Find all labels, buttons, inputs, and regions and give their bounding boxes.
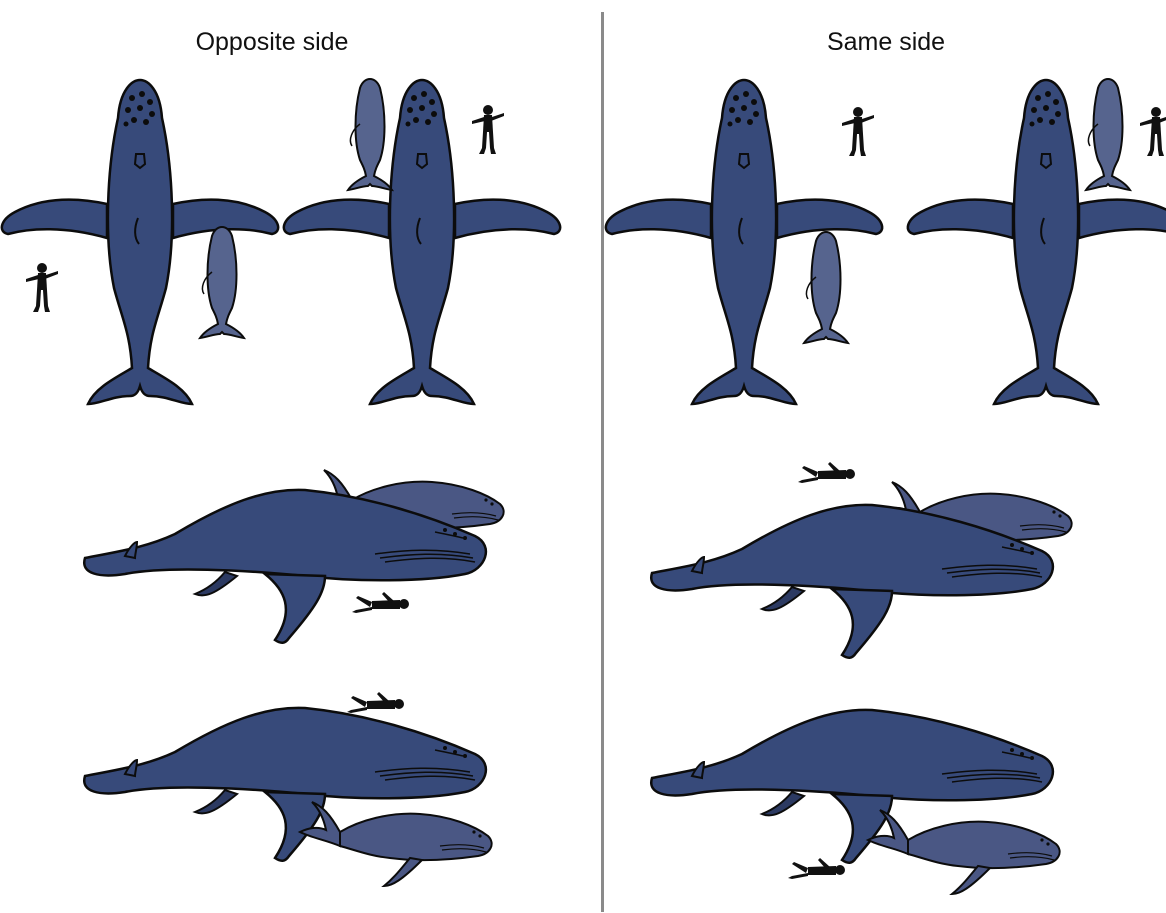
panel-title-opposite-side: Opposite side bbox=[195, 28, 349, 56]
same-side-sideview-2 bbox=[649, 708, 1061, 895]
opposite-side-topview-2 bbox=[282, 78, 562, 406]
panel-divider bbox=[601, 12, 604, 912]
same-side-topview-2 bbox=[906, 78, 1166, 406]
same-side-sideview-1 bbox=[649, 462, 1073, 660]
panel-title-same-side: Same side bbox=[826, 28, 946, 56]
same-side-topview-1 bbox=[604, 78, 884, 406]
opposite-side-sideview-2 bbox=[82, 692, 493, 887]
opposite-side-topview-1 bbox=[0, 78, 280, 406]
opposite-side-sideview-1 bbox=[82, 469, 505, 645]
